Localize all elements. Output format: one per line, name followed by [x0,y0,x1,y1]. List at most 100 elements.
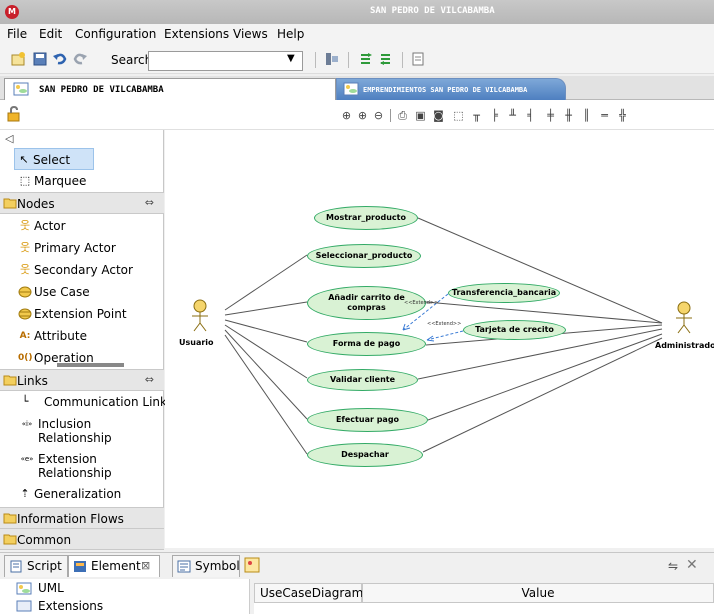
palette-tool-select[interactable]: ↖ Select [14,148,94,170]
usecase-diagram-icon [343,82,359,96]
diagram-palette-icon[interactable] [244,557,260,573]
align-right-icon[interactable]: ╡ [527,109,534,122]
menu-file[interactable]: File [7,27,28,41]
palette-item-inclusion[interactable]: «i» Inclusion Relationship [21,417,112,445]
folder-icon [3,513,17,524]
menu-extensions[interactable]: Extensions [164,27,230,41]
extend-arrowhead [402,323,411,331]
palette-item-actor[interactable]: 웃 Actor [19,219,66,233]
redo-icon[interactable] [72,51,88,67]
attribute-icon: A: [19,331,31,341]
distribute-h-icon[interactable]: ║ [583,109,590,122]
usecase-seleccionar-producto[interactable]: Seleccionar_producto [307,244,421,268]
usecase-anadir-carrito[interactable]: Añadir carrito de compras [307,286,426,320]
palette-item-generalization[interactable]: ⇡ Generalization [0,483,164,505]
tab-san-pedro[interactable]: SAN PEDRO DE VILCABAMBA [4,78,336,100]
zoom-fit-icon[interactable]: ⊕ [357,109,368,122]
usecase-efectuar-pago[interactable]: Efectuar pago [307,408,428,432]
arrow-cursor-icon: ↖ [19,153,29,166]
usecase-mostrar-producto[interactable]: Mostrar_producto [314,206,418,230]
table-header-name[interactable]: UseCaseDiagram [254,583,363,603]
tab-symbol[interactable]: Symbol [172,555,240,577]
search-input[interactable] [148,51,303,71]
primary-actor-icon: 웃 [19,241,31,254]
palette-group-common[interactable]: Common [0,528,164,550]
close-icon[interactable]: ⊠ [141,559,151,572]
align-middle-icon[interactable]: ╫ [565,109,572,122]
extend-tarjeta [426,330,464,341]
palette-scrollbar[interactable] [57,363,124,367]
document-icon[interactable] [410,51,426,67]
assoc-usuario-forma [224,319,308,343]
actor-administrador-figure [676,301,692,334]
assoc-admin-efectuar [427,333,663,421]
zoom-out-icon[interactable]: ⊖ [373,109,384,122]
save-icon[interactable] [32,51,48,67]
palette-item-primary-actor[interactable]: 웃 Primary Actor [19,241,116,255]
undo-icon[interactable] [52,51,68,67]
operation-icon: 0() [18,353,33,363]
delete-icon[interactable]: ✕ [686,557,698,573]
palette-item-communication-link[interactable]: └ Communication Link [0,391,167,413]
diagram-canvas[interactable]: Usuario Administrador Mostrar_producto S… [165,130,714,548]
palette-group-nodes[interactable]: Nodes ⇔ [0,192,164,214]
usecase-transferencia-bancaria[interactable]: Transferencia_bancaria [448,283,560,303]
palette: ◁ ↖ Select ⬚ Marquee Nodes ⇔ 웃 Actor 웃 P… [0,130,167,550]
actor-administrador[interactable]: Administrador [655,341,714,350]
usecase-forma-de-pago[interactable]: Forma de pago [307,332,426,356]
distribute-v-icon[interactable]: ═ [601,109,608,122]
palette-item-secondary-actor[interactable]: 웃 Secondary Actor [19,263,133,277]
link-icon[interactable]: ⇋ [668,559,679,573]
model-explorer-icon[interactable] [324,51,340,67]
usecase-tarjeta-credito[interactable]: Tarjeta de crecito [463,320,566,340]
menu-help[interactable]: Help [277,27,305,41]
collapse-icon[interactable]: ⇔ [144,373,154,386]
tree-item-extensions[interactable]: Extensions [38,599,104,613]
script-icon [10,560,22,573]
align-bottom-icon[interactable]: ╨ [509,109,516,122]
menu-configuration[interactable]: Configuration [75,27,157,41]
actor-usuario[interactable]: Usuario [179,338,214,347]
palette-group-information-flows[interactable]: Information Flows [0,507,164,529]
chevron-down-icon[interactable]: ▼ [287,53,295,64]
extend-label: <<Extend>> [404,300,439,306]
table-header-value[interactable]: Value [362,583,714,603]
menu-views[interactable]: Views [233,27,268,41]
palette-collapse-icon[interactable]: ◁ [5,132,14,145]
marquee-icon: ⬚ [19,174,31,187]
collapse-icon[interactable]: ⇔ [144,196,154,209]
extensions-icon [16,600,32,612]
select-all-icon[interactable]: ⬚ [453,109,464,122]
palette-group-links[interactable]: Links ⇔ [0,369,164,391]
folder-icon [3,534,17,545]
align-left-icon[interactable]: ╞ [491,109,498,122]
palette-item-use-case[interactable]: Use Case [0,281,164,303]
palette-item-extension-point[interactable]: Extension Point [0,303,164,325]
menu-edit[interactable]: Edit [39,27,63,41]
print-icon[interactable]: ⎙ [398,109,407,122]
usecase-validar-cliente[interactable]: Validar cliente [307,369,418,391]
align-center-icon[interactable]: ╪ [547,109,554,122]
palette-item-operation[interactable]: 0() Operation [18,351,94,365]
zoom-in-icon[interactable]: ⊕ [341,109,352,122]
export-icon[interactable] [378,51,394,67]
tab-script[interactable]: Script [4,555,68,577]
usecase-despachar[interactable]: Despachar [307,443,423,467]
uml-icon [16,582,32,595]
new-project-icon[interactable] [10,51,26,67]
tree-item-uml[interactable]: UML [38,581,64,595]
property-table: UseCaseDiagram Value [254,583,714,614]
palette-item-extension[interactable]: «e» Extension Relationship [20,452,112,480]
align-top-icon[interactable]: ╥ [473,109,480,122]
symbol-icon [177,560,191,573]
save-image-icon[interactable]: ▣ [415,109,426,122]
tab-emprendimientos[interactable]: EMPRENDIMIENTOS SAN PEDRO DE VILCABAMBA [336,78,566,100]
palette-item-attribute[interactable]: A: Attribute [19,329,87,343]
more-align-icon[interactable]: ╬ [619,109,626,122]
assoc-usuario-validar [224,324,308,379]
import-icon[interactable] [358,51,374,67]
camera-icon[interactable]: ◙ [433,109,444,122]
unlock-icon[interactable] [6,106,22,122]
palette-tool-marquee[interactable]: ⬚ Marquee [19,174,87,188]
tab-element[interactable]: Element ⊠ [68,555,160,577]
